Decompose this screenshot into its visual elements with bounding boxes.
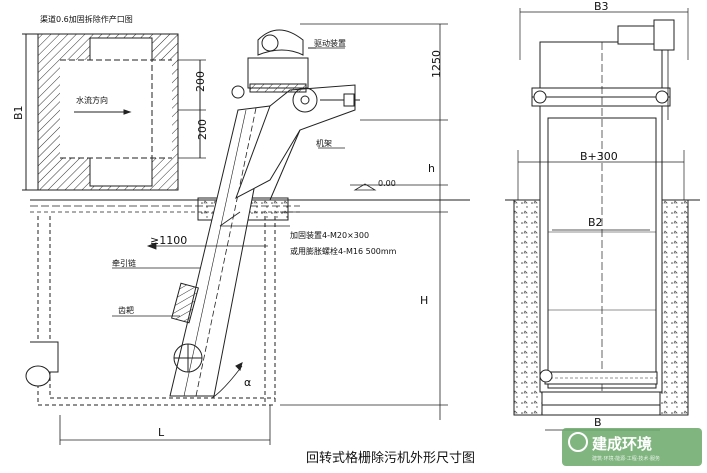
- b-plus-300-label: B+300: [580, 150, 618, 163]
- chain-label: 牵引链: [112, 258, 136, 268]
- side-dimensions: [59, 23, 448, 445]
- dim-200-upper: 200: [194, 71, 207, 92]
- frame-label: 机架: [316, 138, 332, 148]
- rake-label: 齿耙: [118, 306, 134, 315]
- note-top-left: 渠道0.6加固拆除作产口图: [40, 14, 133, 24]
- watermark-title: 建成环境: [592, 435, 652, 453]
- ground-line: [30, 197, 470, 406]
- b3-label: B3: [594, 0, 609, 13]
- watermark-logo: 建成环境 建筑·环境·能源·工程·技术·服务: [562, 428, 702, 466]
- side-view: [22, 23, 470, 445]
- angle-label: α: [244, 376, 251, 389]
- drive-head: [231, 29, 360, 113]
- b2-label: B2: [588, 216, 603, 229]
- channel-plan-section: [22, 33, 206, 191]
- anchor-note-line2: 或用膨胀螺栓4-M16 500mm: [290, 246, 397, 256]
- anchor-note-line1: 加固装置4-M20×300: [290, 230, 369, 240]
- h-big-label: H: [420, 294, 428, 307]
- b-label: B: [594, 416, 602, 429]
- outlet-pipe: [25, 341, 59, 387]
- inclined-frame: [169, 84, 356, 399]
- h-small-label: h: [428, 162, 435, 175]
- b1-label: B1: [12, 105, 25, 120]
- front-view: [505, 8, 700, 431]
- dim-200-lower: 200: [196, 119, 209, 140]
- drive-unit-label: 驱动装置: [314, 38, 346, 48]
- l-label: L: [158, 426, 165, 439]
- dim-1100: ≥1100: [150, 234, 187, 247]
- watermark-subtitle: 建筑·环境·能源·工程·技术·服务: [592, 455, 660, 462]
- level-label: 0.00: [378, 179, 396, 188]
- diagram-caption: 回转式格栅除污机外形尺寸图: [306, 450, 475, 466]
- dim-1250: 1250: [430, 50, 443, 78]
- water-flow-label: 水流方向: [76, 95, 108, 105]
